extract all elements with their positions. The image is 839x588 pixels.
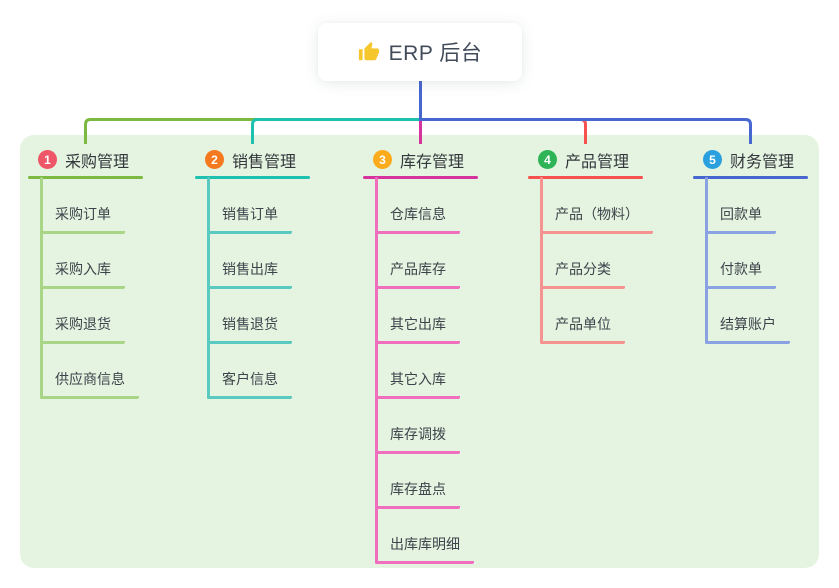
child-topic[interactable]: 结算账户	[705, 314, 790, 344]
child-topic[interactable]: 其它出库	[375, 314, 460, 344]
child-topic[interactable]: 客户信息	[207, 369, 292, 399]
children-connector-line	[540, 177, 543, 344]
child-topic[interactable]: 库存盘点	[375, 479, 460, 509]
child-topic[interactable]: 仓库信息	[375, 204, 460, 234]
child-topic[interactable]: 供应商信息	[40, 369, 139, 399]
branch-number-badge: 2	[205, 150, 224, 169]
branch-underline	[195, 176, 310, 179]
child-topic[interactable]: 采购退货	[40, 314, 125, 344]
branch-underline	[28, 176, 143, 179]
child-topic[interactable]: 回款单	[705, 204, 776, 234]
branch-number-badge: 3	[373, 150, 392, 169]
branch-number-badge: 4	[538, 150, 557, 169]
branch-node-5: 5 财务管理 回款单付款单结算账户	[693, 146, 808, 344]
branch-node-3: 3 库存管理 仓库信息产品库存其它出库其它入库库存调拨库存盘点出库库明细	[363, 146, 478, 564]
root-node[interactable]: ERP 后台	[318, 23, 522, 81]
branch-underline	[693, 176, 808, 179]
branch-label: 销售管理	[232, 153, 297, 171]
branch-topic[interactable]: 4 产品管理	[528, 146, 643, 173]
branch-label: 产品管理	[565, 153, 630, 171]
branch-label: 库存管理	[400, 153, 465, 171]
branch-label: 财务管理	[730, 153, 795, 171]
branch-connector	[84, 81, 422, 144]
child-topic[interactable]: 采购入库	[40, 259, 125, 289]
root-label: ERP 后台	[388, 42, 483, 65]
branch-topic[interactable]: 1 采购管理	[28, 146, 143, 173]
children-connector-line	[705, 177, 708, 344]
branch-underline	[363, 176, 478, 179]
branch-topic[interactable]: 5 财务管理	[693, 146, 808, 173]
branch-node-1: 1 采购管理 采购订单采购入库采购退货供应商信息	[28, 146, 143, 399]
children-connector-line	[375, 177, 378, 564]
branch-node-4: 4 产品管理 产品（物料） 产品分类产品单位	[528, 146, 653, 344]
branches-panel	[20, 135, 819, 568]
branch-connector	[419, 81, 587, 144]
branch-topic[interactable]: 3 库存管理	[363, 146, 478, 173]
branch-number-badge: 5	[703, 150, 722, 169]
child-topic[interactable]: 产品单位	[540, 314, 625, 344]
child-topic[interactable]: 销售订单	[207, 204, 292, 234]
branch-node-2: 2 销售管理 销售订单销售出库销售退货客户信息	[195, 146, 310, 399]
child-topic[interactable]: 出库库明细	[375, 534, 474, 564]
child-topic[interactable]: 其它入库	[375, 369, 460, 399]
branch-label: 采购管理	[65, 153, 130, 171]
child-topic[interactable]: 销售出库	[207, 259, 292, 289]
child-topic[interactable]: 采购订单	[40, 204, 125, 234]
thumbs-up-icon	[358, 41, 379, 61]
child-topic[interactable]: 销售退货	[207, 314, 292, 344]
branch-topic[interactable]: 2 销售管理	[195, 146, 310, 173]
child-topic[interactable]: 产品库存	[375, 259, 460, 289]
branch-connector	[419, 81, 752, 144]
child-topic[interactable]: 产品（物料）	[540, 204, 653, 234]
child-topic[interactable]: 付款单	[705, 259, 776, 289]
child-topic[interactable]: 产品分类	[540, 259, 625, 289]
branch-connector	[251, 81, 422, 144]
child-topic[interactable]: 库存调拨	[375, 424, 460, 454]
branch-number-badge: 1	[38, 150, 57, 169]
branch-underline	[528, 176, 643, 179]
